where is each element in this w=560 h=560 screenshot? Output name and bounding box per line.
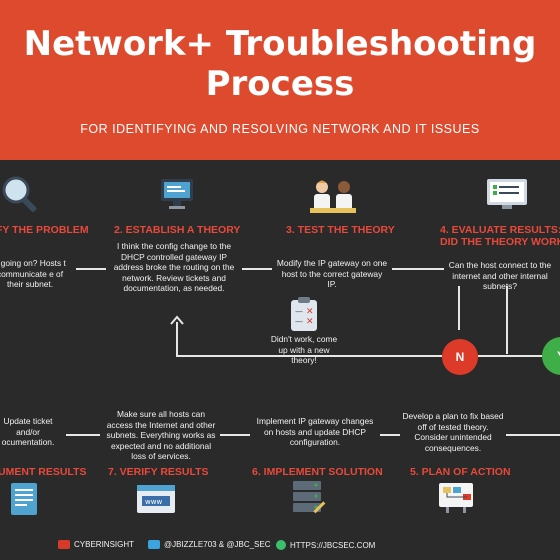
no-decision-circle: N: [442, 339, 478, 375]
step-2-description: I think the config change to the DHCP co…: [113, 241, 235, 293]
connector-8-7: [66, 434, 100, 436]
no-branch-up-line: [176, 322, 178, 357]
decision-line-down-right: [506, 286, 508, 354]
new-theory-note: Didn't work, come up with a new theory!: [270, 334, 338, 365]
step-6-title: 6. IMPLEMENT SOLUTION: [252, 466, 383, 478]
magnifier-icon: [2, 176, 37, 212]
step-4-title-line1: 4. EVALUATE RESULTS:: [440, 224, 560, 236]
step-8-title: UMENT RESULTS: [0, 466, 87, 478]
no-branch-line: [176, 355, 442, 357]
connector-6-5: [380, 434, 400, 436]
header-banner: Network+ Troubleshooting Process FOR IDE…: [0, 0, 560, 160]
step-7-title: 7. VERIFY RESULTS: [108, 466, 209, 478]
no-to-yes-line: [478, 355, 542, 357]
decision-line-down-left: [458, 286, 460, 330]
step-3-title: 3. TEST THE THEORY: [286, 224, 395, 236]
monitor-icon: [161, 179, 193, 209]
yes-decision-circle: Y: [542, 337, 560, 375]
step-4-description: Can the host connect to the internet and…: [448, 260, 552, 291]
page-subtitle: FOR IDENTIFYING AND RESOLVING NETWORK AN…: [80, 122, 480, 136]
step-1-title: FY THE PROBLEM: [0, 224, 89, 236]
checklist-screen-icon: [487, 179, 527, 209]
page-title-line1: Network+ Troubleshooting: [23, 24, 537, 64]
svg-text:✕: ✕: [306, 307, 314, 317]
clipboard-icon: — ✕ — ✕: [291, 297, 317, 331]
step-5-title: 5. PLAN OF ACTION: [410, 466, 511, 478]
step-8-description: Update ticket and/or ocumentation.: [1, 416, 55, 447]
footer-twitter-label: @JBIZZLE703 & @JBC_SEC: [164, 540, 271, 549]
footer-youtube-label: CYBERINSIGHT: [74, 540, 135, 549]
svg-text:—: —: [295, 307, 303, 316]
footer-website[interactable]: HTTPS://JBCSEC.COM: [276, 540, 375, 550]
footer-website-label: HTTPS://JBCSEC.COM: [290, 540, 376, 550]
globe-icon: [276, 540, 286, 550]
connector-1-2: [76, 268, 106, 270]
arrow-up-icon: [170, 315, 184, 325]
svg-text:—: —: [295, 317, 303, 326]
twitter-icon: [148, 540, 160, 549]
step-4-title-line2: DID THE THEORY WORK?: [440, 236, 560, 248]
scientists-icon: [310, 180, 356, 213]
step-2-title: 2. ESTABLISH A THEORY: [114, 224, 241, 236]
youtube-icon: [58, 540, 70, 549]
connector-5-yes: [506, 434, 560, 436]
step-1-description: s going on? Hosts t communicate e of the…: [0, 258, 66, 289]
document-icon: [11, 483, 37, 515]
connector-3-4: [392, 268, 444, 270]
footer-twitter[interactable]: @JBIZZLE703 & @JBC_SEC: [148, 540, 271, 549]
svg-text:www: www: [145, 498, 162, 506]
step-7-description: Make sure all hosts can access the Inter…: [106, 409, 216, 461]
step-6-description: Implement IP gateway changes on hosts an…: [256, 416, 374, 447]
page-title-line2: Process: [205, 64, 355, 104]
svg-text:✕: ✕: [306, 317, 314, 327]
connector-2-3: [242, 268, 272, 270]
step-3-description: Modify the IP gateway on one host to the…: [276, 258, 388, 289]
browser-window-icon: www: [137, 485, 175, 513]
footer-youtube[interactable]: CYBERINSIGHT: [58, 540, 134, 549]
connector-7-6: [220, 434, 250, 436]
server-rack-icon: [293, 481, 326, 514]
plan-board-icon: [439, 483, 473, 513]
step-5-description: Develop a plan to fix based off of teste…: [402, 411, 504, 453]
